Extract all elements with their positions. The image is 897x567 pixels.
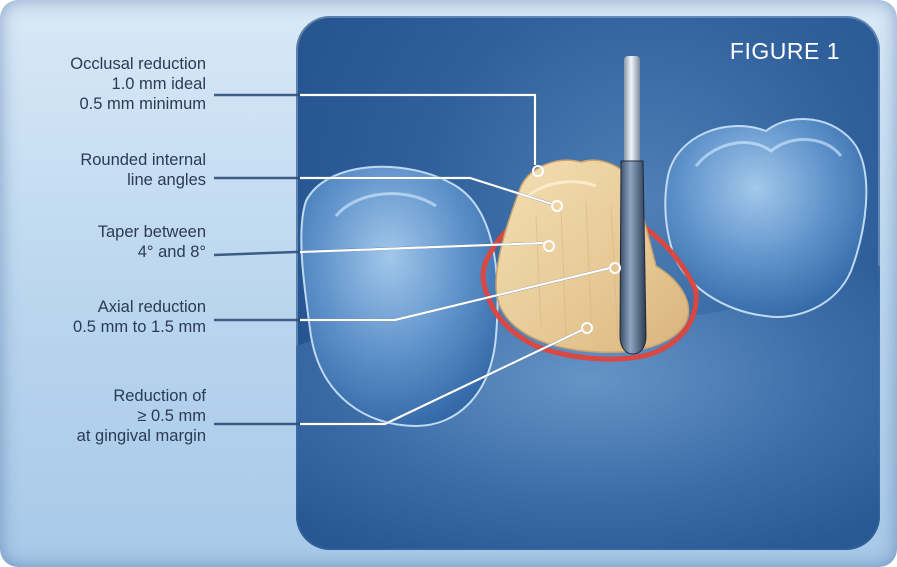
- leader-line-highlight: [300, 268, 610, 320]
- leader-line: [214, 330, 582, 424]
- leader-line: [214, 268, 610, 320]
- leader-line-highlight: [300, 95, 535, 165]
- leader-line-highlight: [300, 178, 552, 204]
- leader-line: [214, 95, 535, 165]
- leader-line-highlight: [300, 330, 582, 424]
- leader-line-highlight: [300, 243, 543, 252]
- leader-line: [214, 178, 552, 204]
